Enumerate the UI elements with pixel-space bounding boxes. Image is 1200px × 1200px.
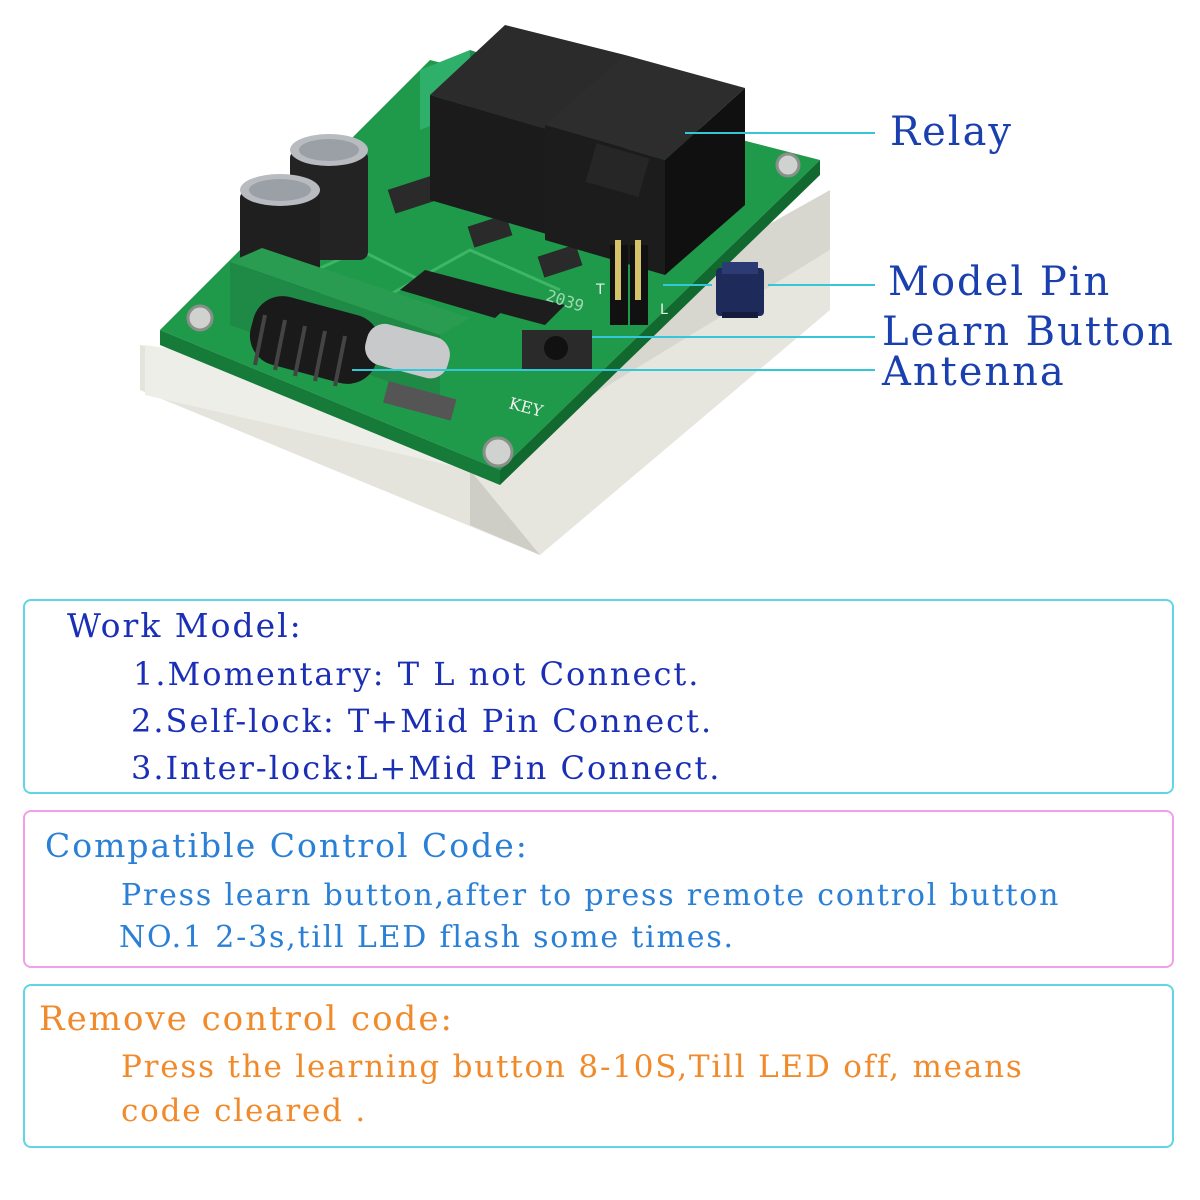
rf-module	[230, 248, 470, 421]
work-model-heading: Work Model:	[67, 606, 303, 645]
compatible-code-heading: Compatible Control Code:	[45, 826, 529, 865]
learn-button-callout-label: Learn Button	[882, 309, 1175, 355]
work-model-item-1: 1.Momentary: T L not Connect.	[133, 655, 701, 693]
remove-code-box: Remove control code: Press the learning …	[23, 984, 1174, 1148]
work-model-item-3: 3.Inter-lock:L+Mid Pin Connect.	[131, 749, 722, 787]
learn-push-button: KEY	[507, 330, 592, 421]
compatible-code-line-1: Press learn button,after to press remote…	[121, 878, 1061, 913]
antenna-callout-label: Antenna	[882, 349, 1066, 395]
relay-module-illustration: 2039 T L KEY	[140, 25, 875, 555]
relay-callout-label: Relay	[890, 109, 1014, 155]
pin-t-marking: T	[595, 282, 605, 298]
callout-lines	[352, 132, 875, 371]
compatible-code-box: Compatible Control Code: Press learn but…	[23, 810, 1174, 968]
jumper-cap	[716, 262, 764, 318]
remove-code-line-1: Press the learning button 8-10S,Till LED…	[121, 1049, 1024, 1085]
jumper-header: T L	[595, 240, 668, 325]
remove-code-line-2: code cleared .	[121, 1093, 368, 1129]
pin-l-marking: L	[660, 302, 668, 318]
capacitors	[240, 134, 368, 300]
compatible-code-line-2: NO.1 2-3s,till LED flash some times.	[119, 920, 735, 955]
model-pin-callout-label: Model Pin	[888, 259, 1112, 305]
antenna-coil	[249, 296, 381, 387]
work-model-box: Work Model: 1.Momentary: T L not Connect…	[23, 599, 1174, 794]
remove-code-heading: Remove control code:	[39, 999, 454, 1039]
work-model-item-2: 2.Self-lock: T+Mid Pin Connect.	[131, 702, 714, 740]
relay-right	[545, 55, 745, 275]
